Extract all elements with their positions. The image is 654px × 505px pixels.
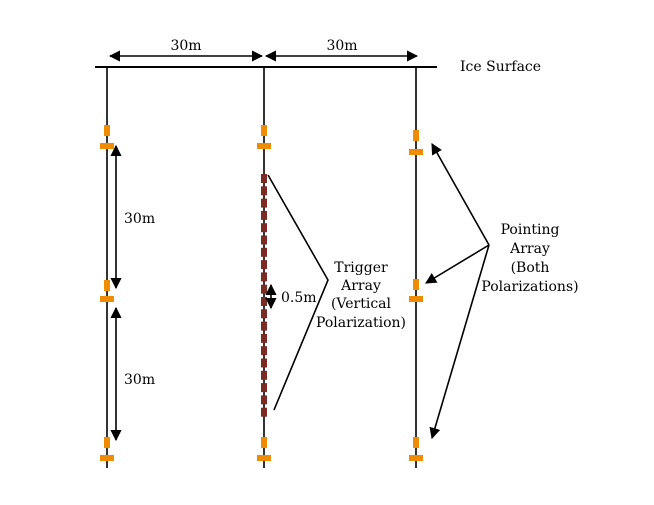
trigger-antenna — [261, 223, 267, 233]
pointing-antenna-hpol — [100, 143, 114, 149]
pointing-antenna-hpol — [409, 296, 423, 302]
trigger-antenna — [261, 370, 267, 380]
pointing-array-arrow-bottom — [429, 244, 490, 440]
pointing-antenna-vpol — [104, 280, 110, 291]
pointing-antenna-hpol — [100, 296, 114, 302]
pointing-antenna-vpol — [413, 130, 419, 141]
trigger-antenna — [261, 186, 267, 196]
pointing-antenna-hpol — [409, 455, 423, 461]
trigger-antenna — [261, 247, 267, 257]
trigger-antenna — [261, 272, 267, 282]
top-spacing-left-label: 30m — [170, 38, 201, 54]
top-spacing-right-label: 30m — [326, 38, 357, 54]
pointing-array-line-3: (Both — [511, 260, 550, 276]
trigger-array-line-1: Trigger — [334, 260, 388, 276]
pointing-antenna-hpol — [257, 143, 271, 149]
pointing-antenna-hpol — [409, 149, 423, 155]
pointing-array-line-4: Polarizations) — [481, 279, 578, 295]
pointing-antenna-vpol — [261, 125, 267, 136]
trigger-array-bracket — [267, 174, 329, 411]
pointing-antenna-hpol — [257, 455, 271, 461]
pointing-antenna-vpol — [261, 437, 267, 448]
pointing-antenna-vpol — [104, 125, 110, 136]
pointing-antenna-vpol — [413, 279, 419, 290]
vertical-spacing-lower-label: 30m — [124, 372, 155, 388]
trigger-antenna — [261, 260, 267, 270]
trigger-array-line-3: (Vertical — [331, 296, 392, 312]
trigger-antenna — [261, 321, 267, 331]
trigger-antenna — [261, 358, 267, 368]
trigger-antenna — [261, 210, 267, 220]
trigger-antenna — [261, 333, 267, 343]
trigger-array-line-2: Array — [340, 278, 381, 294]
vertical-spacing-upper-label: 30m — [124, 211, 155, 227]
trigger-antenna — [261, 284, 267, 294]
trigger-antenna — [261, 297, 267, 306]
trigger-antenna — [261, 346, 267, 356]
pointing-array-arrow-middle — [425, 244, 490, 284]
trigger-antenna — [261, 407, 267, 417]
pointing-antenna-vpol — [104, 437, 110, 448]
pointing-antenna-vpol — [413, 437, 419, 448]
trigger-array-line-4: Polarization) — [316, 315, 406, 331]
pointing-array-line-1: Pointing — [501, 222, 560, 238]
ice-surface-label: Ice Surface — [460, 59, 541, 75]
trigger-antenna — [261, 174, 267, 183]
trigger-antenna — [261, 235, 267, 245]
trigger-antenna — [261, 383, 267, 393]
pointing-array-arrow-top — [431, 143, 490, 246]
antenna-spacing-label: 0.5m — [281, 290, 317, 306]
pointing-array-line-2: Array — [509, 241, 550, 257]
trigger-antenna — [261, 309, 267, 319]
trigger-antenna-column — [261, 174, 267, 417]
trigger-antenna — [261, 198, 267, 208]
pointing-antenna-hpol — [100, 455, 114, 461]
trigger-antenna — [261, 395, 267, 405]
